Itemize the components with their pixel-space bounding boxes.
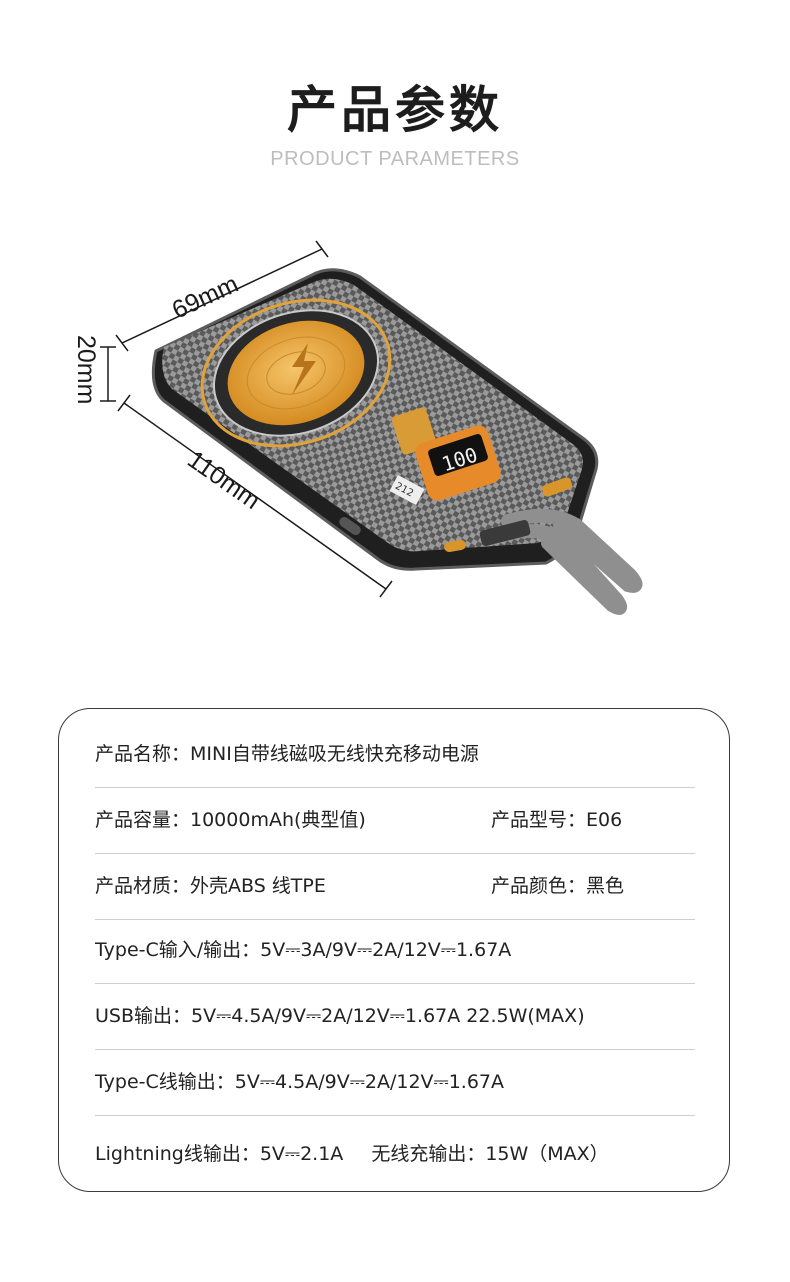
param-capacity: 产品容量：10000mAh(典型值) bbox=[95, 809, 366, 831]
led-display: 100 bbox=[415, 425, 501, 501]
param-row-typec-io: Type-C输入/输出：5V⎓3A/9V⎓2A/12V⎓1.67A bbox=[95, 917, 695, 984]
length-dimension bbox=[117, 394, 393, 598]
param-lightning-out: Lightning线输出：5V⎓2.1A bbox=[95, 1143, 344, 1165]
cable-clip bbox=[479, 520, 531, 546]
param-row-material-color: 产品材质：外壳ABS 线TPE 产品颜色：黑色 bbox=[95, 853, 695, 920]
param-typec-io: Type-C输入/输出：5V⎓3A/9V⎓2A/12V⎓1.67A bbox=[95, 939, 512, 961]
param-usb-out: USB输出：5V⎓4.5A/9V⎓2A/12V⎓1.67A 22.5W(MAX) bbox=[95, 1005, 585, 1027]
param-typec-cable-out: Type-C线输出：5V⎓4.5A/9V⎓2A/12V⎓1.67A bbox=[95, 1071, 505, 1093]
typec-port bbox=[444, 539, 466, 553]
port-label: 212 bbox=[389, 475, 425, 505]
param-row-typec-cable-out: Type-C线输出：5V⎓4.5A/9V⎓2A/12V⎓1.67A bbox=[95, 1049, 695, 1116]
parameters-card: 产品名称：MINI自带线磁吸无线快充移动电源 产品容量：10000mAh(典型值… bbox=[58, 708, 730, 1192]
page-subtitle: PRODUCT PARAMETERS bbox=[270, 148, 520, 170]
param-color: 产品颜色：黑色 bbox=[491, 875, 625, 897]
param-row-name: 产品名称：MINI自带线磁吸无线快充移动电源 bbox=[95, 721, 695, 788]
thickness-label: 20mm bbox=[72, 335, 100, 404]
thickness-dimension bbox=[100, 346, 116, 402]
param-row-usb-out: USB输出：5V⎓4.5A/9V⎓2A/12V⎓1.67A 22.5W(MAX) bbox=[95, 983, 695, 1050]
side-button bbox=[339, 516, 361, 536]
page-title: 产品参数 bbox=[287, 81, 503, 139]
param-row-capacity-model: 产品容量：10000mAh(典型值) 产品型号：E06 bbox=[95, 787, 695, 854]
param-wireless-out: 无线充输出：15W（MAX） bbox=[371, 1143, 609, 1165]
width-dimension bbox=[115, 240, 329, 352]
param-model: 产品型号：E06 bbox=[491, 809, 623, 831]
param-row-lightning-wireless: Lightning线输出：5V⎓2.1A 无线充输出：15W（MAX） bbox=[95, 1121, 695, 1187]
param-name: 产品名称：MINI自带线磁吸无线快充移动电源 bbox=[95, 743, 479, 765]
magnetic-ring bbox=[200, 298, 392, 448]
param-material: 产品材质：外壳ABS 线TPE bbox=[95, 875, 326, 897]
power-bank-illustration: 69mm 20mm 110mm 100 212 bbox=[72, 240, 643, 615]
usb-port bbox=[541, 477, 573, 497]
